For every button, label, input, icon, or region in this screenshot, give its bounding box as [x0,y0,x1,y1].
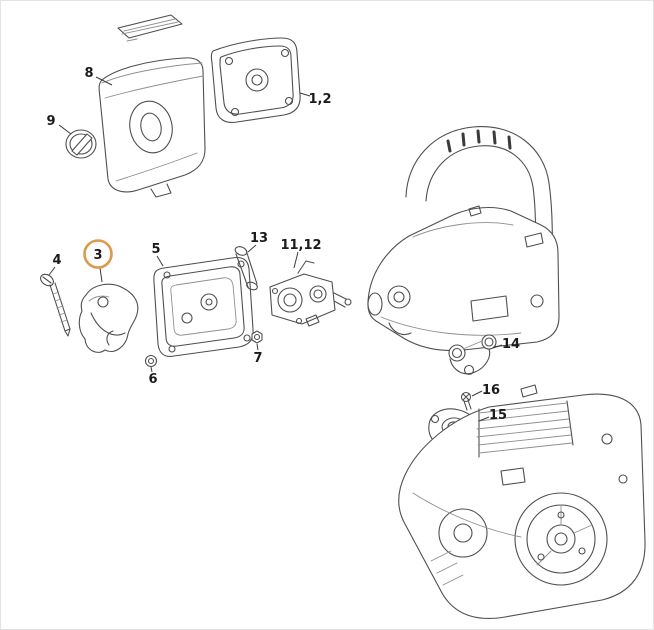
part-label-5[interactable]: 5 [151,242,160,257]
part-label-13[interactable]: 13 [250,231,268,246]
part-4-drawing [40,273,71,337]
part-label-16[interactable]: 16 [482,383,500,398]
crankcase-drawing [398,384,646,619]
leader-lines [48,76,503,422]
part-label-1-2[interactable]: 1,2 [308,92,331,107]
part-label-3[interactable]: 3 [93,248,102,263]
part-label-6[interactable]: 6 [148,372,157,387]
part-label-8[interactable]: 8 [84,66,93,81]
part-9-drawing [65,129,97,159]
part-11-12-drawing [269,260,352,327]
part-5-drawing [153,256,254,357]
handle-housing-drawing [367,126,560,352]
highlight-circle [83,239,113,269]
part-8-drawing [98,57,206,198]
filter-cover-grille-drawing [117,14,183,42]
part-label-9[interactable]: 9 [46,114,55,129]
part-3-drawing [78,283,139,353]
part-label-15[interactable]: 15 [489,408,507,423]
part-label-11-12[interactable]: 11,12 [280,238,321,253]
part-7-drawing [251,330,263,344]
part-label-14[interactable]: 14 [502,337,520,352]
part-16-drawing [460,391,472,411]
part-14-drawing [448,334,497,376]
part-6-drawing [144,354,158,368]
part-label-7[interactable]: 7 [253,351,262,366]
part-1-2-drawing [210,37,301,123]
part-label-4[interactable]: 4 [52,253,61,268]
part-13-drawing [234,246,258,291]
